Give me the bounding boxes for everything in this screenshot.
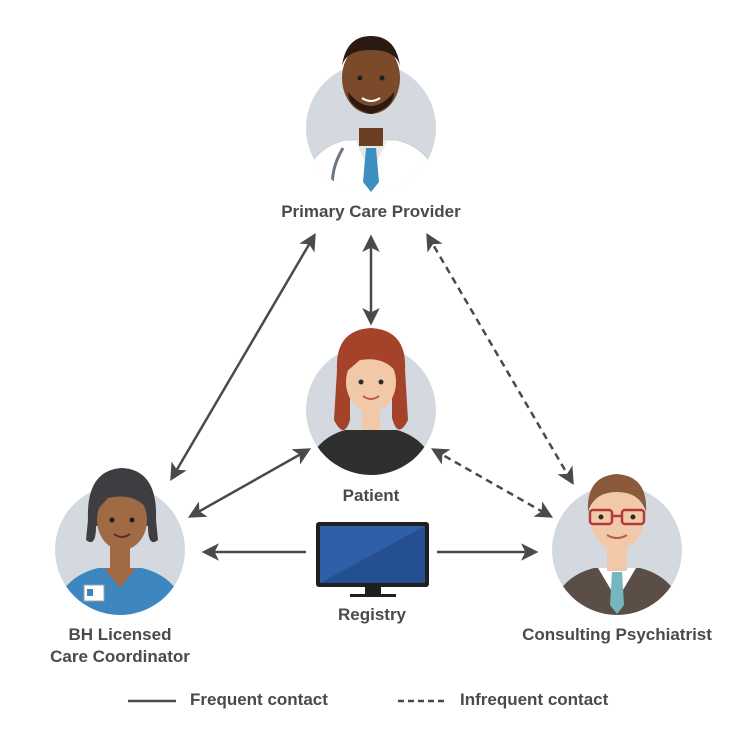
- registry-monitor-icon: [316, 522, 429, 597]
- avatar-primary-care-provider: [306, 36, 436, 193]
- avatar-patient: [306, 328, 436, 475]
- avatar-care-coordinator: [55, 468, 185, 615]
- label-consulting-psychiatrist: Consulting Psychiatrist: [522, 625, 712, 644]
- connection-patient-psychiatrist: [430, 448, 554, 518]
- connection-patient-coordinator: [187, 448, 312, 518]
- connections: [170, 232, 574, 561]
- legend-infrequent-label: Infrequent contact: [460, 690, 609, 709]
- label-registry: Registry: [337, 605, 407, 624]
- label-patient: Patient: [342, 486, 400, 505]
- legend-frequent-label: Frequent contact: [190, 690, 328, 709]
- label-care-coordinator-line2: Care Coordinator: [50, 647, 190, 666]
- connection-pcp-coordinator: [170, 232, 316, 482]
- connection-pcp-psychiatrist: [426, 232, 574, 486]
- label-care-coordinator-line1: BH Licensed: [68, 625, 172, 644]
- label-primary-care-provider: Primary Care Provider: [281, 202, 461, 221]
- avatar-consulting-psychiatrist: [552, 474, 682, 615]
- label-care-coordinator: BH Licensed Care Coordinator: [10, 624, 230, 668]
